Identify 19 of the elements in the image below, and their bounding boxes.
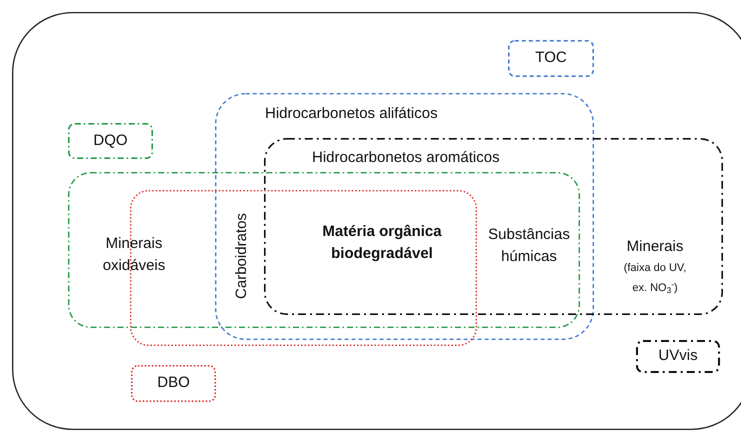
node-label: DQO	[93, 130, 128, 151]
region-outline	[215, 93, 594, 340]
node-label: DBO	[157, 373, 190, 394]
region-label: Substâncias húmicas	[487, 225, 571, 267]
node-label: UVvis	[658, 346, 698, 366]
region-label: Minerais oxidáveis	[102, 234, 166, 276]
region-outline	[68, 172, 580, 328]
legend-box	[131, 365, 216, 402]
region-label: Hidrocarbonetos alifáticos	[265, 104, 438, 124]
region-label: (faixa do UV, ex. NO$_{3}$$^{-}$)	[622, 261, 688, 298]
region-label: Carboidratos	[232, 212, 251, 301]
region-outline	[264, 138, 723, 315]
region-label: Matéria orgânica biodegradável	[321, 222, 443, 264]
region-label: Hidrocarbonetos aromáticos	[312, 148, 500, 168]
legend-box	[508, 40, 594, 77]
node-label: TOC	[535, 48, 567, 68]
region-label: Minerais	[626, 237, 684, 257]
legend-box	[636, 340, 720, 373]
legend-box	[68, 123, 153, 159]
